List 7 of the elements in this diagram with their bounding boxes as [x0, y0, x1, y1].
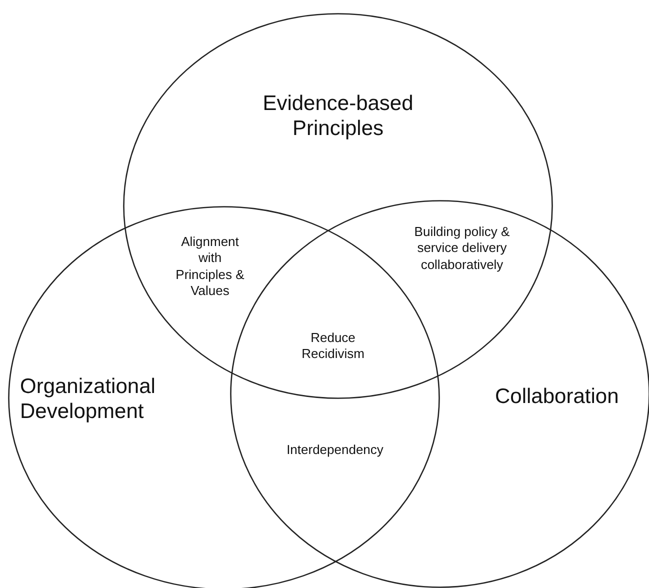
circle-title: Collaboration [495, 384, 620, 410]
overlap-label: Interdependency [286, 442, 384, 458]
circle-title: Organizational Development [20, 374, 156, 424]
overlap-label: Building policy & service delivery collaboratively [413, 224, 511, 273]
circle-title: Evidence-based Principles [262, 91, 414, 142]
overlap-label: Reduce Recidivism [300, 330, 366, 362]
overlap-label: Alignment with Principles & Values [174, 234, 246, 299]
